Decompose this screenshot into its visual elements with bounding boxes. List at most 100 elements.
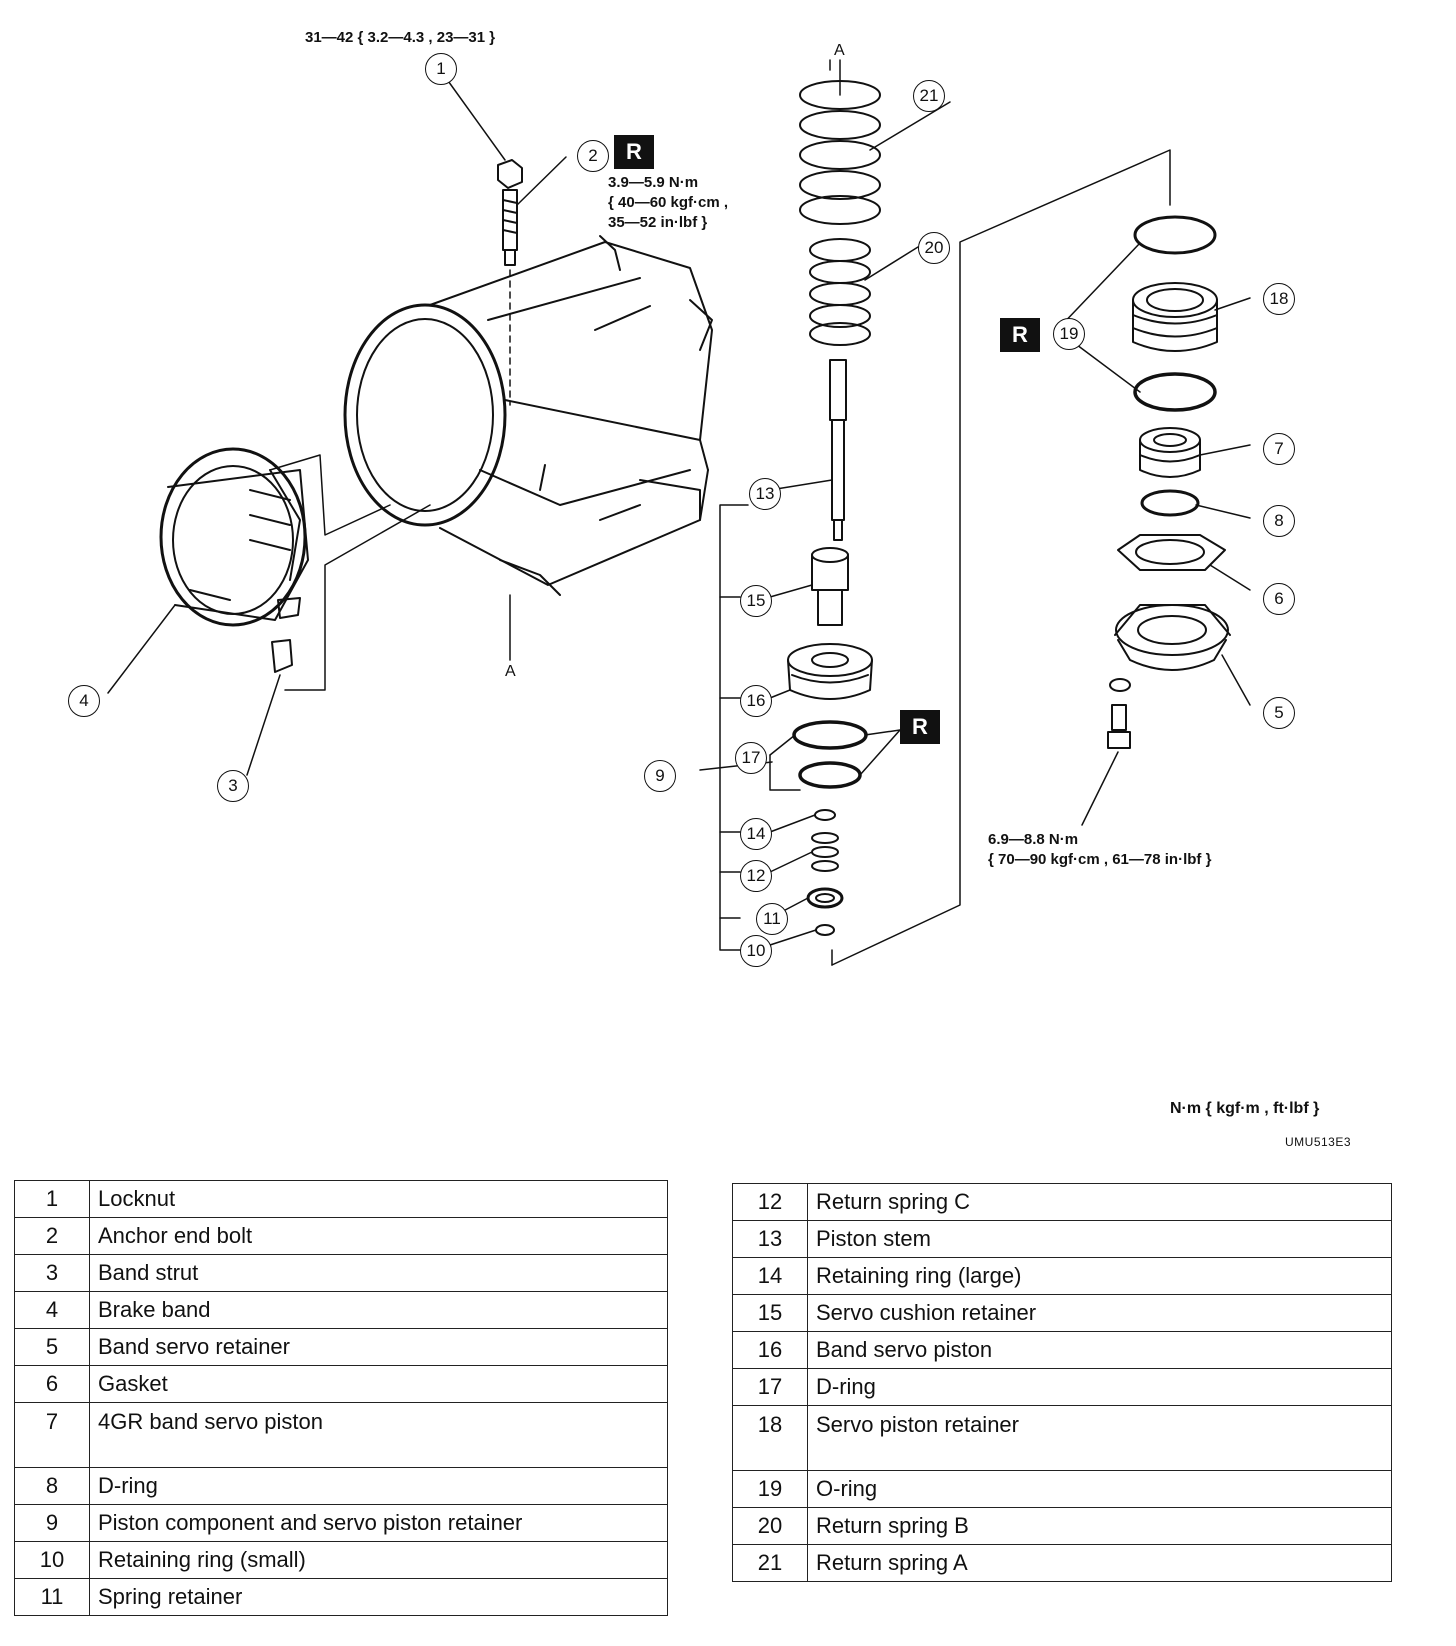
- part-number: 15: [732, 1294, 808, 1332]
- section-letter: A: [834, 42, 845, 59]
- part-name: Return spring C: [807, 1183, 1392, 1221]
- callout-20: 20: [918, 232, 950, 264]
- part-number: 17: [732, 1368, 808, 1406]
- retainer-bolt: [1107, 678, 1131, 749]
- callout-9: 9: [644, 760, 676, 792]
- d-rings: [792, 720, 868, 789]
- part-number: 5: [14, 1328, 90, 1366]
- part-number: 9: [14, 1504, 90, 1542]
- d-ring-8: [1140, 489, 1200, 517]
- callout-7: 7: [1263, 433, 1295, 465]
- part-name: Gasket: [89, 1365, 668, 1403]
- callout-8: 8: [1263, 505, 1295, 537]
- o-ring-lower: [1133, 372, 1217, 412]
- part-number: 21: [732, 1544, 808, 1582]
- part-name: 4GR band servo piston: [89, 1402, 668, 1468]
- callout-16: 16: [740, 685, 772, 717]
- part-number: 4: [14, 1291, 90, 1329]
- torque-spec-locknut: 31—42 { 3.2—4.3 , 23—31 }: [305, 29, 496, 46]
- band-strut: [271, 597, 301, 673]
- part-number: 7: [14, 1402, 90, 1468]
- anchor-bolt-and-locknut: [497, 159, 523, 406]
- part-number: 8: [14, 1467, 90, 1505]
- part-name: Anchor end bolt: [89, 1217, 668, 1255]
- part-name: Piston stem: [807, 1220, 1392, 1258]
- callout-17: 17: [735, 742, 767, 774]
- part-name: Retaining ring (large): [807, 1257, 1392, 1295]
- part-name: Band strut: [89, 1254, 668, 1292]
- torque-line: 6.9—8.8 N·m: [988, 831, 1079, 848]
- small-servo-parts: [806, 809, 844, 966]
- callout-11: 11: [756, 903, 788, 935]
- callout-21: 21: [913, 80, 945, 112]
- o-ring-upper: [1133, 215, 1217, 255]
- band-servo-retainer: [1114, 604, 1231, 671]
- servo-piston-retainer: [1132, 282, 1218, 352]
- part-name: D-ring: [89, 1467, 668, 1505]
- callout-14: 14: [740, 818, 772, 850]
- replace-badge: R: [614, 135, 654, 169]
- return-spring-b: [809, 238, 871, 346]
- 4gr-band-servo-piston: [1139, 427, 1201, 478]
- part-name: Band servo piston: [807, 1331, 1392, 1369]
- exploded-view-diagram: [107, 59, 1251, 966]
- part-number: 1: [14, 1180, 90, 1218]
- transmission-case: [343, 235, 713, 596]
- part-number: 12: [732, 1183, 808, 1221]
- gasket: [1117, 534, 1226, 571]
- callout-6: 6: [1263, 583, 1295, 615]
- leader-lines: [107, 59, 1251, 966]
- part-name: Retaining ring (small): [89, 1541, 668, 1579]
- section-letter: A: [505, 663, 516, 680]
- part-number: 3: [14, 1254, 90, 1292]
- part-name: Band servo retainer: [89, 1328, 668, 1366]
- callout-4: 4: [68, 685, 100, 717]
- part-name: Return spring A: [807, 1544, 1392, 1582]
- part-number: 14: [732, 1257, 808, 1295]
- part-number: 6: [14, 1365, 90, 1403]
- replace-badge: R: [900, 710, 940, 744]
- band-servo-piston: [787, 643, 873, 700]
- torque-spec-retainer-bolt: 6.9—8.8 N·m { 70—90 kgf·cm , 61—78 in·lb…: [988, 830, 1211, 870]
- part-number: 20: [732, 1507, 808, 1545]
- document-id: UMU513E3: [1285, 1135, 1352, 1149]
- part-number: 2: [14, 1217, 90, 1255]
- brake-band: [159, 447, 309, 627]
- replace-badge: R: [1000, 318, 1040, 352]
- torque-spec-anchor-bolt: 3.9—5.9 N·m { 40—60 kgf·cm , 35—52 in·lb…: [608, 173, 728, 233]
- callout-1: 1: [425, 53, 457, 85]
- part-name: Brake band: [89, 1291, 668, 1329]
- part-name: Servo cushion retainer: [807, 1294, 1392, 1332]
- torque-line: { 70—90 kgf·cm , 61—78 in·lbf }: [988, 851, 1212, 868]
- part-number: 13: [732, 1220, 808, 1258]
- piston-stem: [829, 359, 847, 541]
- part-name: D-ring: [807, 1368, 1392, 1406]
- part-number: 19: [732, 1470, 808, 1508]
- servo-cushion-retainer: [811, 547, 849, 626]
- torque-line: 35—52 in·lbf }: [608, 214, 708, 231]
- callout-18: 18: [1263, 283, 1295, 315]
- part-name: Piston component and servo piston retain…: [89, 1504, 668, 1542]
- callout-2: 2: [577, 140, 609, 172]
- part-number: 16: [732, 1331, 808, 1369]
- callout-10: 10: [740, 935, 772, 967]
